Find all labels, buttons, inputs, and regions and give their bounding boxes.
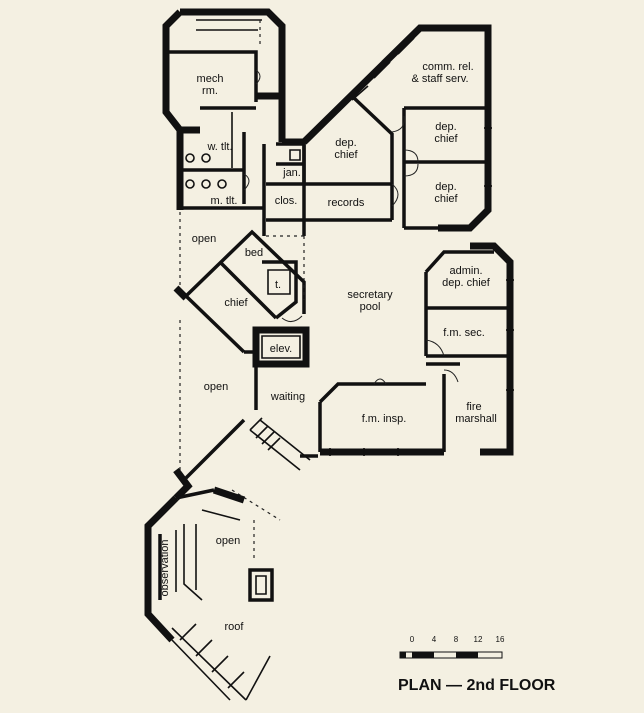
- room-dep-chief-1-l1: dep.: [335, 137, 356, 149]
- room-records: records: [328, 197, 365, 209]
- scale-tick-4: 4: [432, 635, 437, 644]
- scale-tick-16: 16: [496, 635, 505, 644]
- observation-walls: [144, 486, 274, 701]
- room-open-3: open: [216, 535, 240, 547]
- room-observation: observation: [159, 540, 171, 597]
- room-clos: clos.: [275, 195, 298, 207]
- room-t: t.: [275, 279, 281, 291]
- service-walls: [262, 138, 399, 236]
- room-open-2: open: [204, 381, 228, 393]
- room-elev: elev.: [270, 343, 292, 355]
- room-fire-marshall-l2: marshall: [455, 413, 497, 425]
- ne-wing-walls: [301, 24, 492, 232]
- waiting-walls: [173, 364, 318, 521]
- room-comm-rel-l2: & staff serv.: [411, 73, 468, 85]
- room-dep-chief-2-l1: dep.: [435, 121, 456, 133]
- room-secretary-pool-l1: secretary: [347, 289, 393, 301]
- room-w-tlt: w. tlt.: [206, 141, 232, 153]
- room-mech-rm-l1: mech: [197, 73, 224, 85]
- mech-block-walls: [162, 8, 286, 142]
- room-jan: jan.: [282, 167, 301, 179]
- toilet-walls: [176, 112, 264, 210]
- scale-tick-8: 8: [454, 635, 459, 644]
- scale-tick-0: 0: [410, 635, 415, 644]
- central-walls: [173, 212, 310, 470]
- room-dep-chief-3-l1: dep.: [435, 181, 456, 193]
- room-open-1: open: [192, 233, 216, 245]
- room-admin-dep-chief-l2: dep. chief: [442, 277, 491, 289]
- room-fm-insp: f.m. insp.: [362, 413, 407, 425]
- room-dep-chief-3-l2: chief: [434, 193, 458, 205]
- room-dep-chief-1-l2: chief: [334, 149, 358, 161]
- room-fm-sec: f.m. sec.: [443, 327, 485, 339]
- room-roof: roof: [225, 621, 245, 633]
- room-secretary-pool-l2: pool: [360, 301, 381, 313]
- plan-title: PLAN — 2nd FLOOR: [398, 677, 556, 694]
- room-dep-chief-2-l2: chief: [434, 133, 458, 145]
- room-m-tlt: m. tlt.: [211, 195, 238, 207]
- room-bed: bed: [245, 247, 263, 259]
- scale-tick-12: 12: [474, 635, 483, 644]
- room-comm-rel-l1: comm. rel.: [422, 61, 473, 73]
- room-fire-marshall-l1: fire: [466, 401, 481, 413]
- scale-bar: 0 4 8 12 16: [399, 635, 505, 659]
- room-admin-dep-chief-l1: admin.: [449, 265, 482, 277]
- room-mech-rm-l2: rm.: [202, 85, 218, 97]
- room-chief: chief: [224, 297, 248, 309]
- se-wing-walls: [318, 242, 514, 456]
- room-waiting: waiting: [270, 391, 305, 403]
